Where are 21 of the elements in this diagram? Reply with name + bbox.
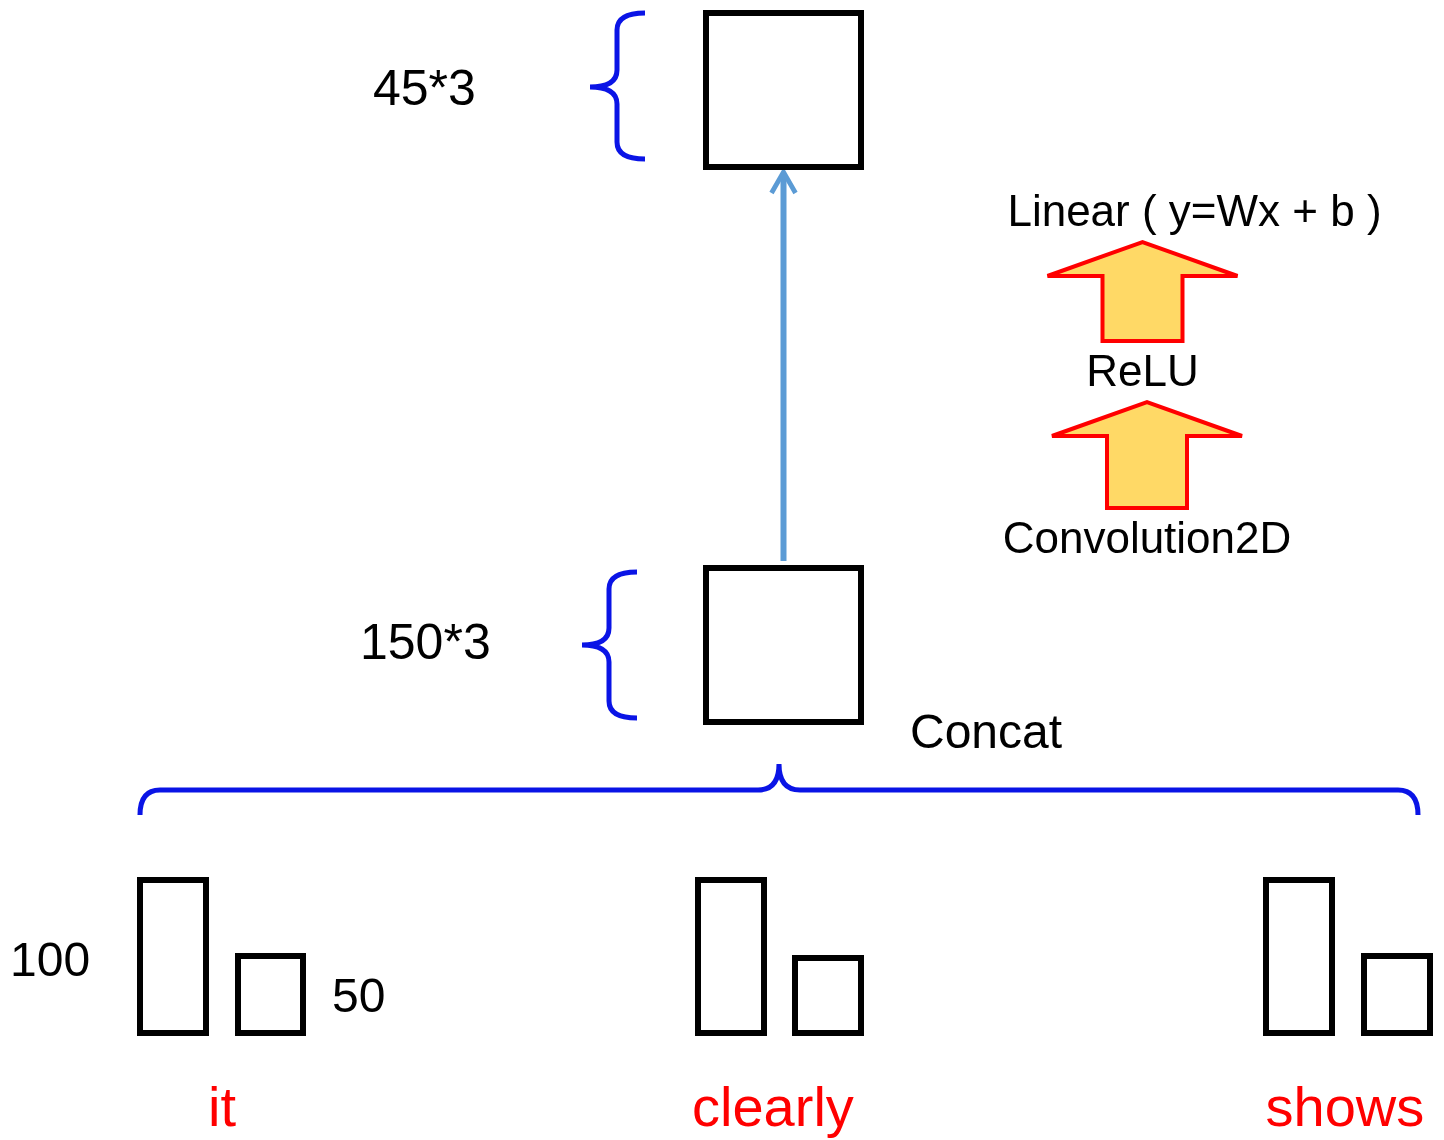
dimension-label: 50 — [332, 972, 386, 1020]
rectangle-box — [235, 953, 306, 1036]
block-arrow — [1050, 399, 1244, 510]
arrow — [769, 169, 798, 561]
rectangle-box — [695, 877, 767, 1036]
rectangle-box — [703, 10, 864, 170]
dimension-label: 100 — [10, 936, 91, 984]
word-label: shows — [1265, 1079, 1425, 1135]
rectangle-box — [703, 565, 864, 725]
layer-label: Linear ( y=Wx + b ) — [952, 185, 1437, 237]
rectangle-box — [1361, 953, 1433, 1036]
dimension-label: 45*3 — [373, 63, 476, 113]
layer-label: Convolution2D — [952, 512, 1342, 564]
word-label: it — [208, 1079, 236, 1135]
block-arrow — [1045, 239, 1240, 343]
rectangle-box — [792, 955, 864, 1036]
operation-label: Concat — [910, 708, 1063, 756]
dimension-label: 150*3 — [360, 617, 491, 667]
layer-label: ReLU — [1075, 345, 1210, 397]
rectangle-box — [137, 877, 209, 1036]
rectangle-box — [1263, 877, 1335, 1036]
